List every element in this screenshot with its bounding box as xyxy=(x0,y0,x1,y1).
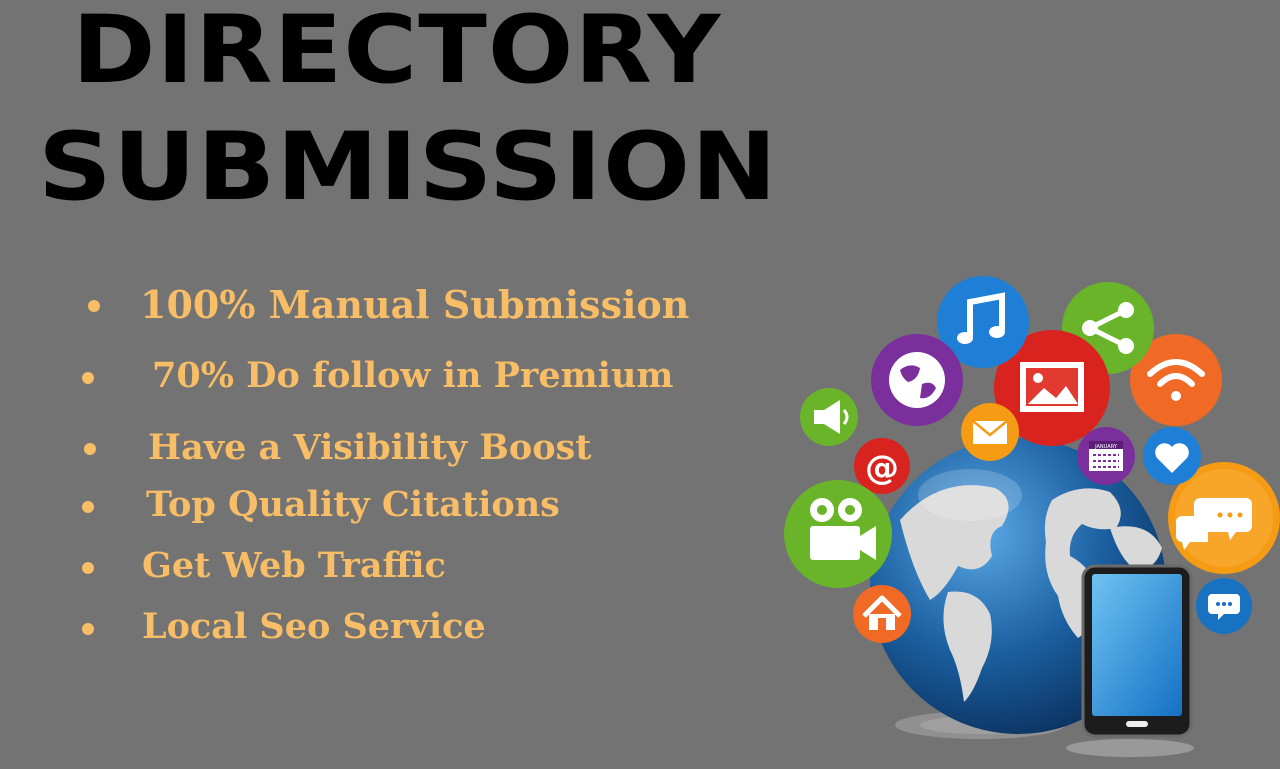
home-icon xyxy=(853,585,911,643)
bullet-dot xyxy=(88,300,100,312)
globe-icon xyxy=(871,334,963,426)
calendar-icon: JANUARY xyxy=(1077,427,1135,485)
bullet-dot xyxy=(82,501,94,513)
bullet-text: Have a Visibility Boost xyxy=(148,427,592,468)
megaphone-icon xyxy=(800,388,858,446)
chat-small-icon xyxy=(1196,578,1252,634)
video-camera-icon xyxy=(784,480,892,588)
title-line-1: DIRECTORY xyxy=(72,0,722,105)
email-icon xyxy=(961,403,1019,461)
social-globe-illustration: @ JANUARY xyxy=(784,276,1280,757)
bullet-dot xyxy=(84,443,96,455)
bullet-dot xyxy=(82,623,94,635)
at-icon: @ xyxy=(854,438,910,494)
chat-icon xyxy=(1168,462,1280,574)
bullet-text: Get Web Traffic xyxy=(142,545,446,586)
bullet-text: Local Seo Service xyxy=(142,606,486,647)
bullet-dot xyxy=(82,372,94,384)
svg-text:@: @ xyxy=(865,448,899,488)
image-icon xyxy=(994,330,1110,446)
bullet-text: 100% Manual Submission xyxy=(140,282,690,327)
wifi-icon xyxy=(1130,334,1222,426)
bullet-text: Top Quality Citations xyxy=(146,484,560,525)
title-line-2: SUBMISSION xyxy=(38,113,779,222)
bullet-text: 70% Do follow in Premium xyxy=(152,355,674,396)
heart-icon xyxy=(1143,427,1201,485)
calendar-label: JANUARY xyxy=(1094,444,1118,450)
music-icon xyxy=(937,276,1029,368)
smartphone-icon xyxy=(1081,564,1193,738)
bullet-dot xyxy=(82,562,94,574)
